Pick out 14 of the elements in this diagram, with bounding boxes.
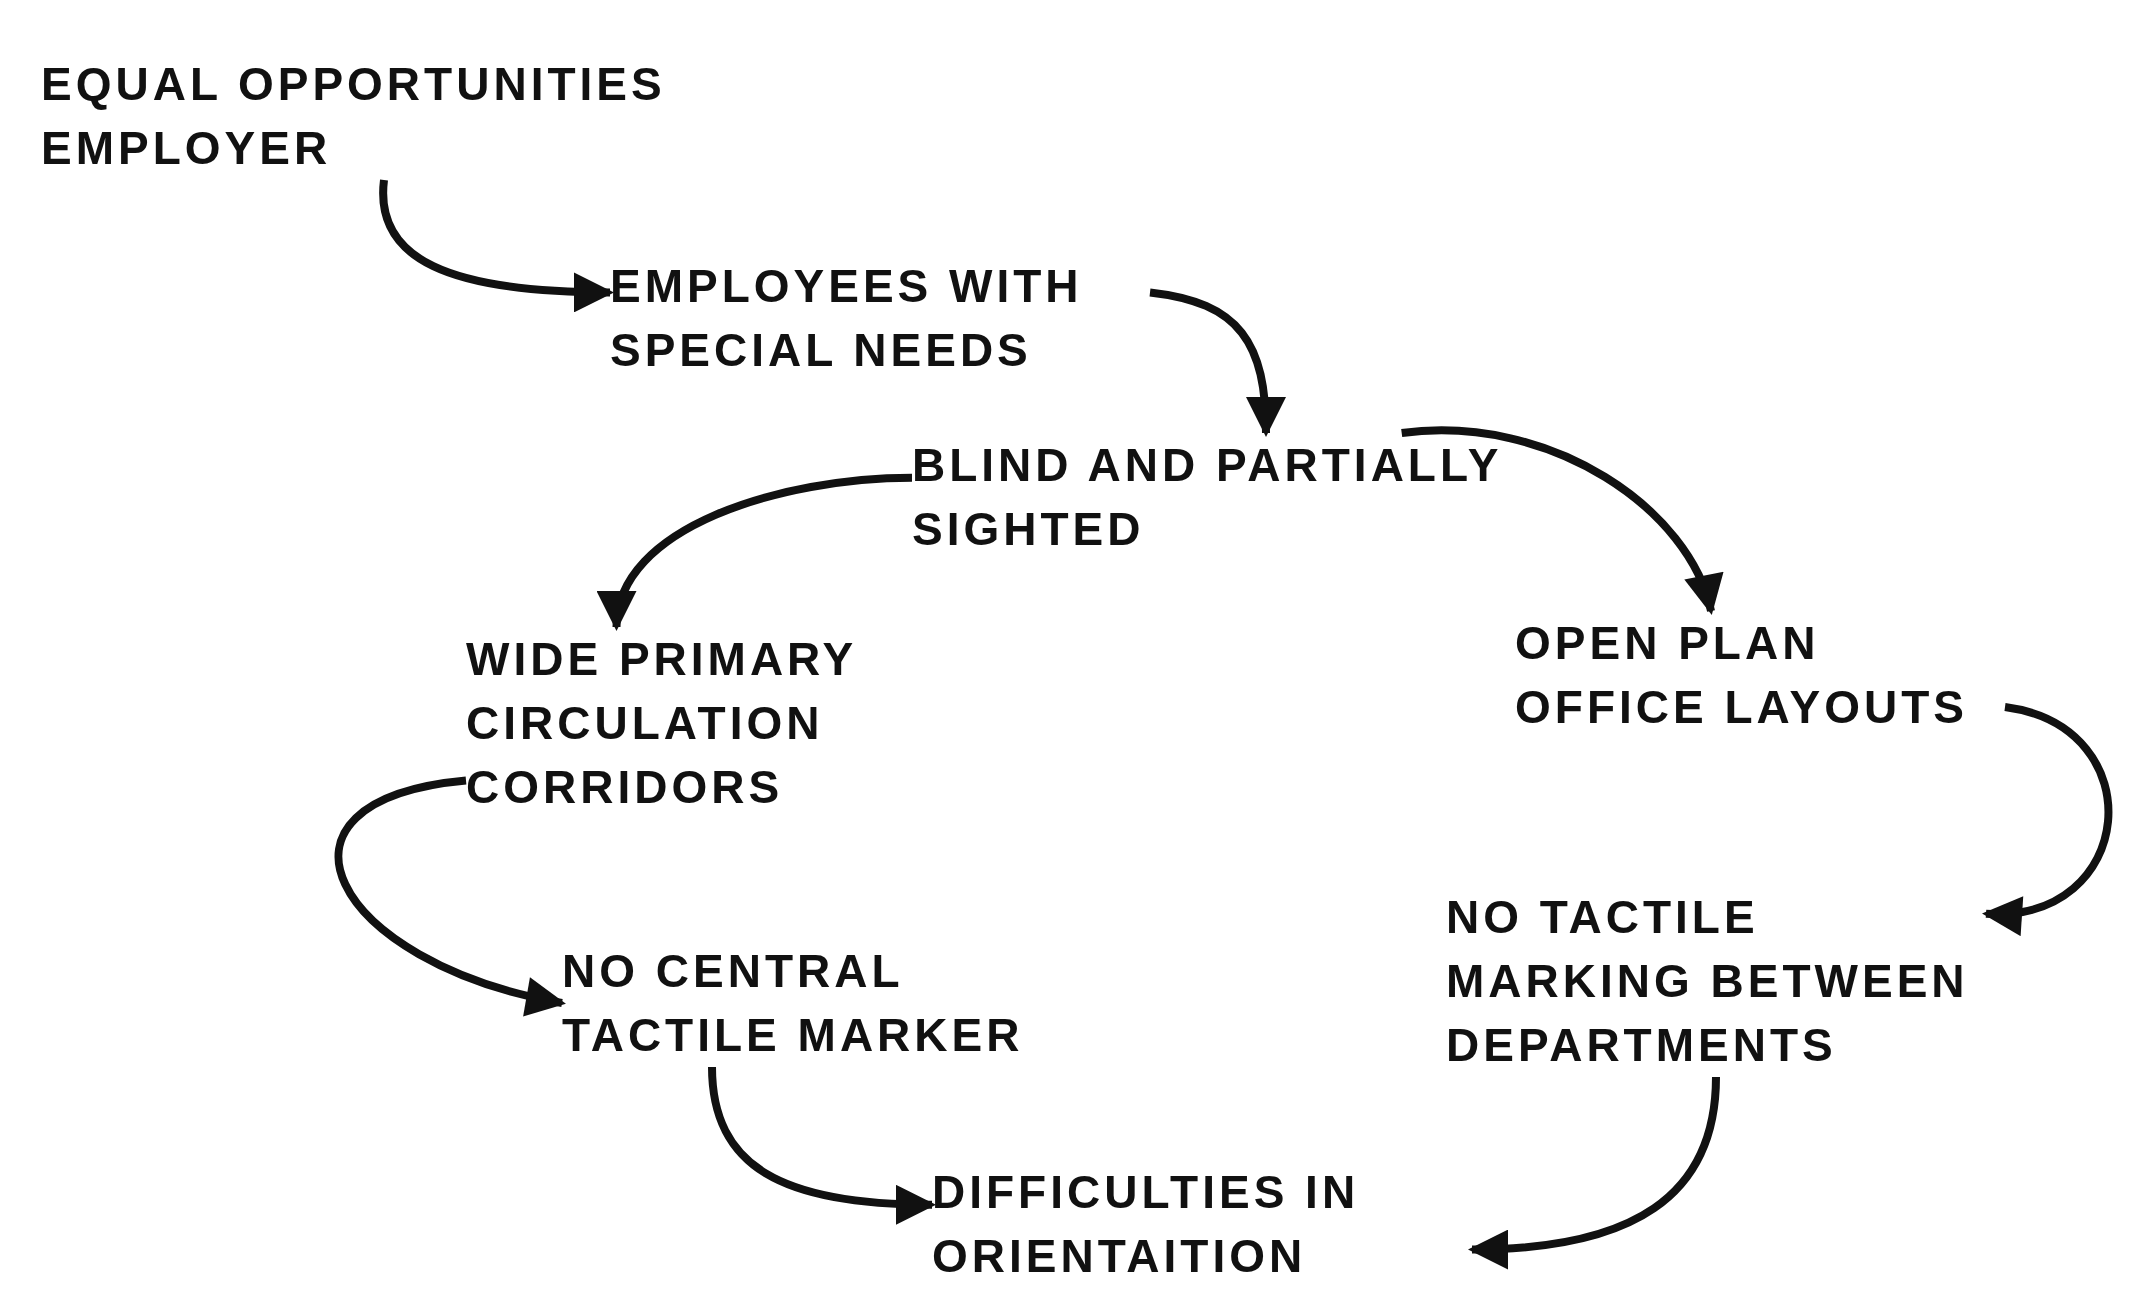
curved-arrow	[708, 1066, 936, 1224]
node-label: WIDE PRIMARY CIRCULATION CORRIDORS	[466, 627, 896, 819]
node-label: NO TACTILE MARKING BETWEEN DEPARTMENTS	[1446, 885, 1986, 1077]
curved-arrow	[334, 776, 566, 1015]
curved-arrow	[379, 179, 614, 312]
node-label: EMPLOYEES WITH SPECIAL NEEDS	[610, 254, 1150, 382]
curved-arrow	[1149, 288, 1286, 437]
node-label: EQUAL OPPORTUNITIES EMPLOYER	[41, 52, 741, 180]
node-label: NO CENTRAL TACTILE MARKER	[562, 939, 1062, 1067]
node-label: OPEN PLAN OFFICE LAYOUTS	[1515, 611, 2005, 739]
curved-arrow	[1468, 1076, 1720, 1269]
node-label: DIFFICULTIES IN ORIENTAITION	[932, 1160, 1472, 1288]
curved-arrow	[1982, 703, 2112, 933]
node-label: BLIND AND PARTIALLY SIGHTED	[912, 433, 1502, 561]
